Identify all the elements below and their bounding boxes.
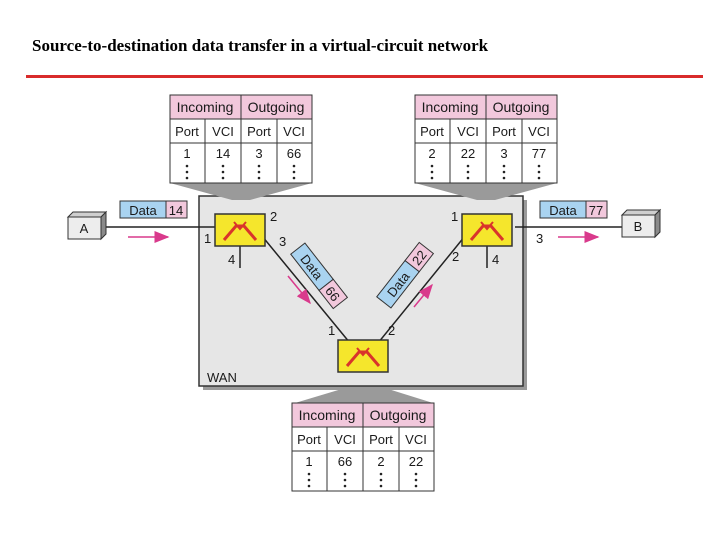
table-right-ellipsis xyxy=(430,164,541,180)
table-right-col2: VCI xyxy=(457,124,479,139)
frame-a-data: Data xyxy=(129,203,157,218)
sw2-port-3: 3 xyxy=(536,231,543,246)
frame-b: Data 77 xyxy=(539,200,608,219)
sw3-port-2: 2 xyxy=(388,323,395,338)
frame-a-vci: 14 xyxy=(169,203,183,218)
table-bottom-col2: VCI xyxy=(334,432,356,447)
title-underline xyxy=(26,75,703,78)
table-bottom-in-port: 1 xyxy=(305,454,312,469)
table-right: Incoming Outgoing Port VCI Port VCI 2 22… xyxy=(414,94,558,184)
table-bottom-outgoing: Outgoing xyxy=(370,407,427,423)
sw2-port-4: 4 xyxy=(492,252,499,267)
table-left-col2: VCI xyxy=(212,124,234,139)
bottom-table-funnel xyxy=(295,388,433,403)
host-b: B xyxy=(620,208,662,239)
table-right-out-port: 3 xyxy=(500,146,507,161)
table-left-col4: VCI xyxy=(283,124,305,139)
table-bottom-col1: Port xyxy=(297,432,321,447)
arrow-1 xyxy=(287,275,311,305)
arrow-2 xyxy=(413,283,433,308)
table-bottom-col3: Port xyxy=(369,432,393,447)
table-left-outgoing: Outgoing xyxy=(248,99,305,115)
table-bottom: Incoming Outgoing Port VCI Port VCI 1 66… xyxy=(291,402,435,492)
frame-b-vci: 77 xyxy=(589,203,603,218)
sw2-port-1: 1 xyxy=(451,209,458,224)
sw1-port-2: 2 xyxy=(270,209,277,224)
table-right-in-port: 2 xyxy=(428,146,435,161)
table-bottom-in-vci: 66 xyxy=(338,454,352,469)
sw1-port-1: 1 xyxy=(204,231,211,246)
table-bottom-out-vci: 22 xyxy=(409,454,423,469)
switch-3 xyxy=(337,339,389,373)
switch-1 xyxy=(214,213,266,247)
table-left: Incoming Outgoing Port VCI Port VCI 1 14… xyxy=(169,94,313,184)
table-left-out-port: 3 xyxy=(255,146,262,161)
table-left-col3: Port xyxy=(247,124,271,139)
table-bottom-ellipsis xyxy=(307,472,418,488)
host-a-label: A xyxy=(80,221,89,236)
switch-1-icon xyxy=(222,224,258,241)
table-left-in-vci: 14 xyxy=(216,146,230,161)
sw1-port-3: 3 xyxy=(279,234,286,249)
switch-3-icon xyxy=(345,350,381,367)
table-right-in-vci: 22 xyxy=(461,146,475,161)
table-right-outgoing: Outgoing xyxy=(493,99,550,115)
host-b-label: B xyxy=(634,219,643,234)
switch-2-icon xyxy=(469,224,505,241)
switch-2 xyxy=(461,213,513,247)
table-left-col1: Port xyxy=(175,124,199,139)
table-right-col3: Port xyxy=(492,124,516,139)
frame-1: Data 66 xyxy=(290,242,349,310)
table-left-in-port: 1 xyxy=(183,146,190,161)
right-table-funnel xyxy=(415,183,557,200)
table-right-incoming: Incoming xyxy=(422,99,479,115)
table-left-incoming: Incoming xyxy=(177,99,234,115)
table-bottom-incoming: Incoming xyxy=(299,407,356,423)
frame-2: Data 22 xyxy=(376,241,435,309)
wan-label: WAN xyxy=(207,370,237,385)
table-bottom-out-port: 2 xyxy=(377,454,384,469)
host-a: A xyxy=(66,210,108,241)
left-table-funnel xyxy=(170,183,312,200)
page-title: Source-to-destination data transfer in a… xyxy=(32,36,489,55)
frame-b-data: Data xyxy=(549,203,577,218)
table-right-col4: VCI xyxy=(528,124,550,139)
table-right-col1: Port xyxy=(420,124,444,139)
frame-a: Data 14 xyxy=(119,200,188,219)
table-left-out-vci: 66 xyxy=(287,146,301,161)
table-left-ellipsis xyxy=(185,164,296,180)
sw3-port-1: 1 xyxy=(328,323,335,338)
sw1-port-4: 4 xyxy=(228,252,235,267)
sw2-port-2: 2 xyxy=(452,249,459,264)
table-bottom-col4: VCI xyxy=(405,432,427,447)
table-right-out-vci: 77 xyxy=(532,146,546,161)
